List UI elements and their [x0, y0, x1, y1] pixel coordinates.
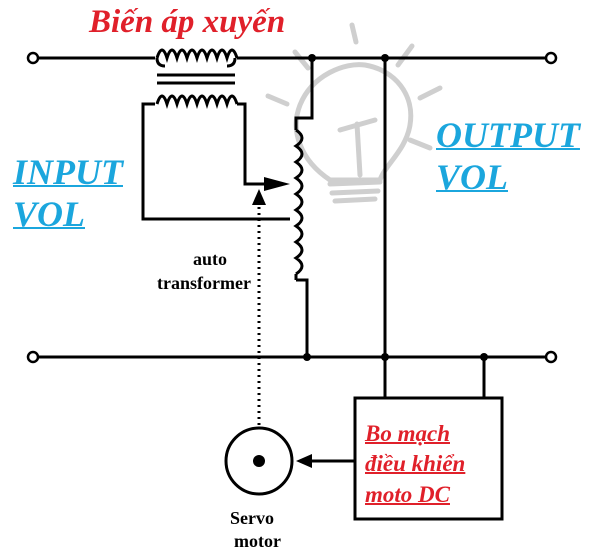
autotransformer-label-line2: transformer [157, 273, 251, 293]
servo-label-line1: Servo [230, 508, 274, 528]
terminals [26, 51, 558, 364]
output-label-line2: VOL [436, 157, 508, 197]
tap-arrow [264, 177, 290, 191]
control-arrow-head [296, 454, 312, 468]
control-board-label-line3: moto DC [365, 482, 450, 507]
input-label-line1: INPUT [13, 152, 123, 192]
link-arrow [252, 189, 266, 205]
servo-motor-icon [224, 426, 294, 496]
autotransformer-coil [293, 128, 304, 280]
output-label-line1: OUTPUT [436, 115, 580, 155]
junction-dots [303, 54, 488, 361]
autotransformer-label-line1: auto [193, 249, 228, 269]
title: Biến áp xuyến [89, 4, 286, 40]
toroid-transformer [155, 48, 239, 110]
control-board-box [353, 396, 504, 521]
servo-label-line2: motor [234, 531, 281, 551]
input-label-line2: VOL [13, 194, 85, 234]
control-board-label-line2: điều khiển [365, 451, 466, 476]
control-board-label-line1: Bo mạch [365, 421, 450, 446]
light-bulb-icon [265, 22, 443, 204]
wires [38, 56, 546, 398]
